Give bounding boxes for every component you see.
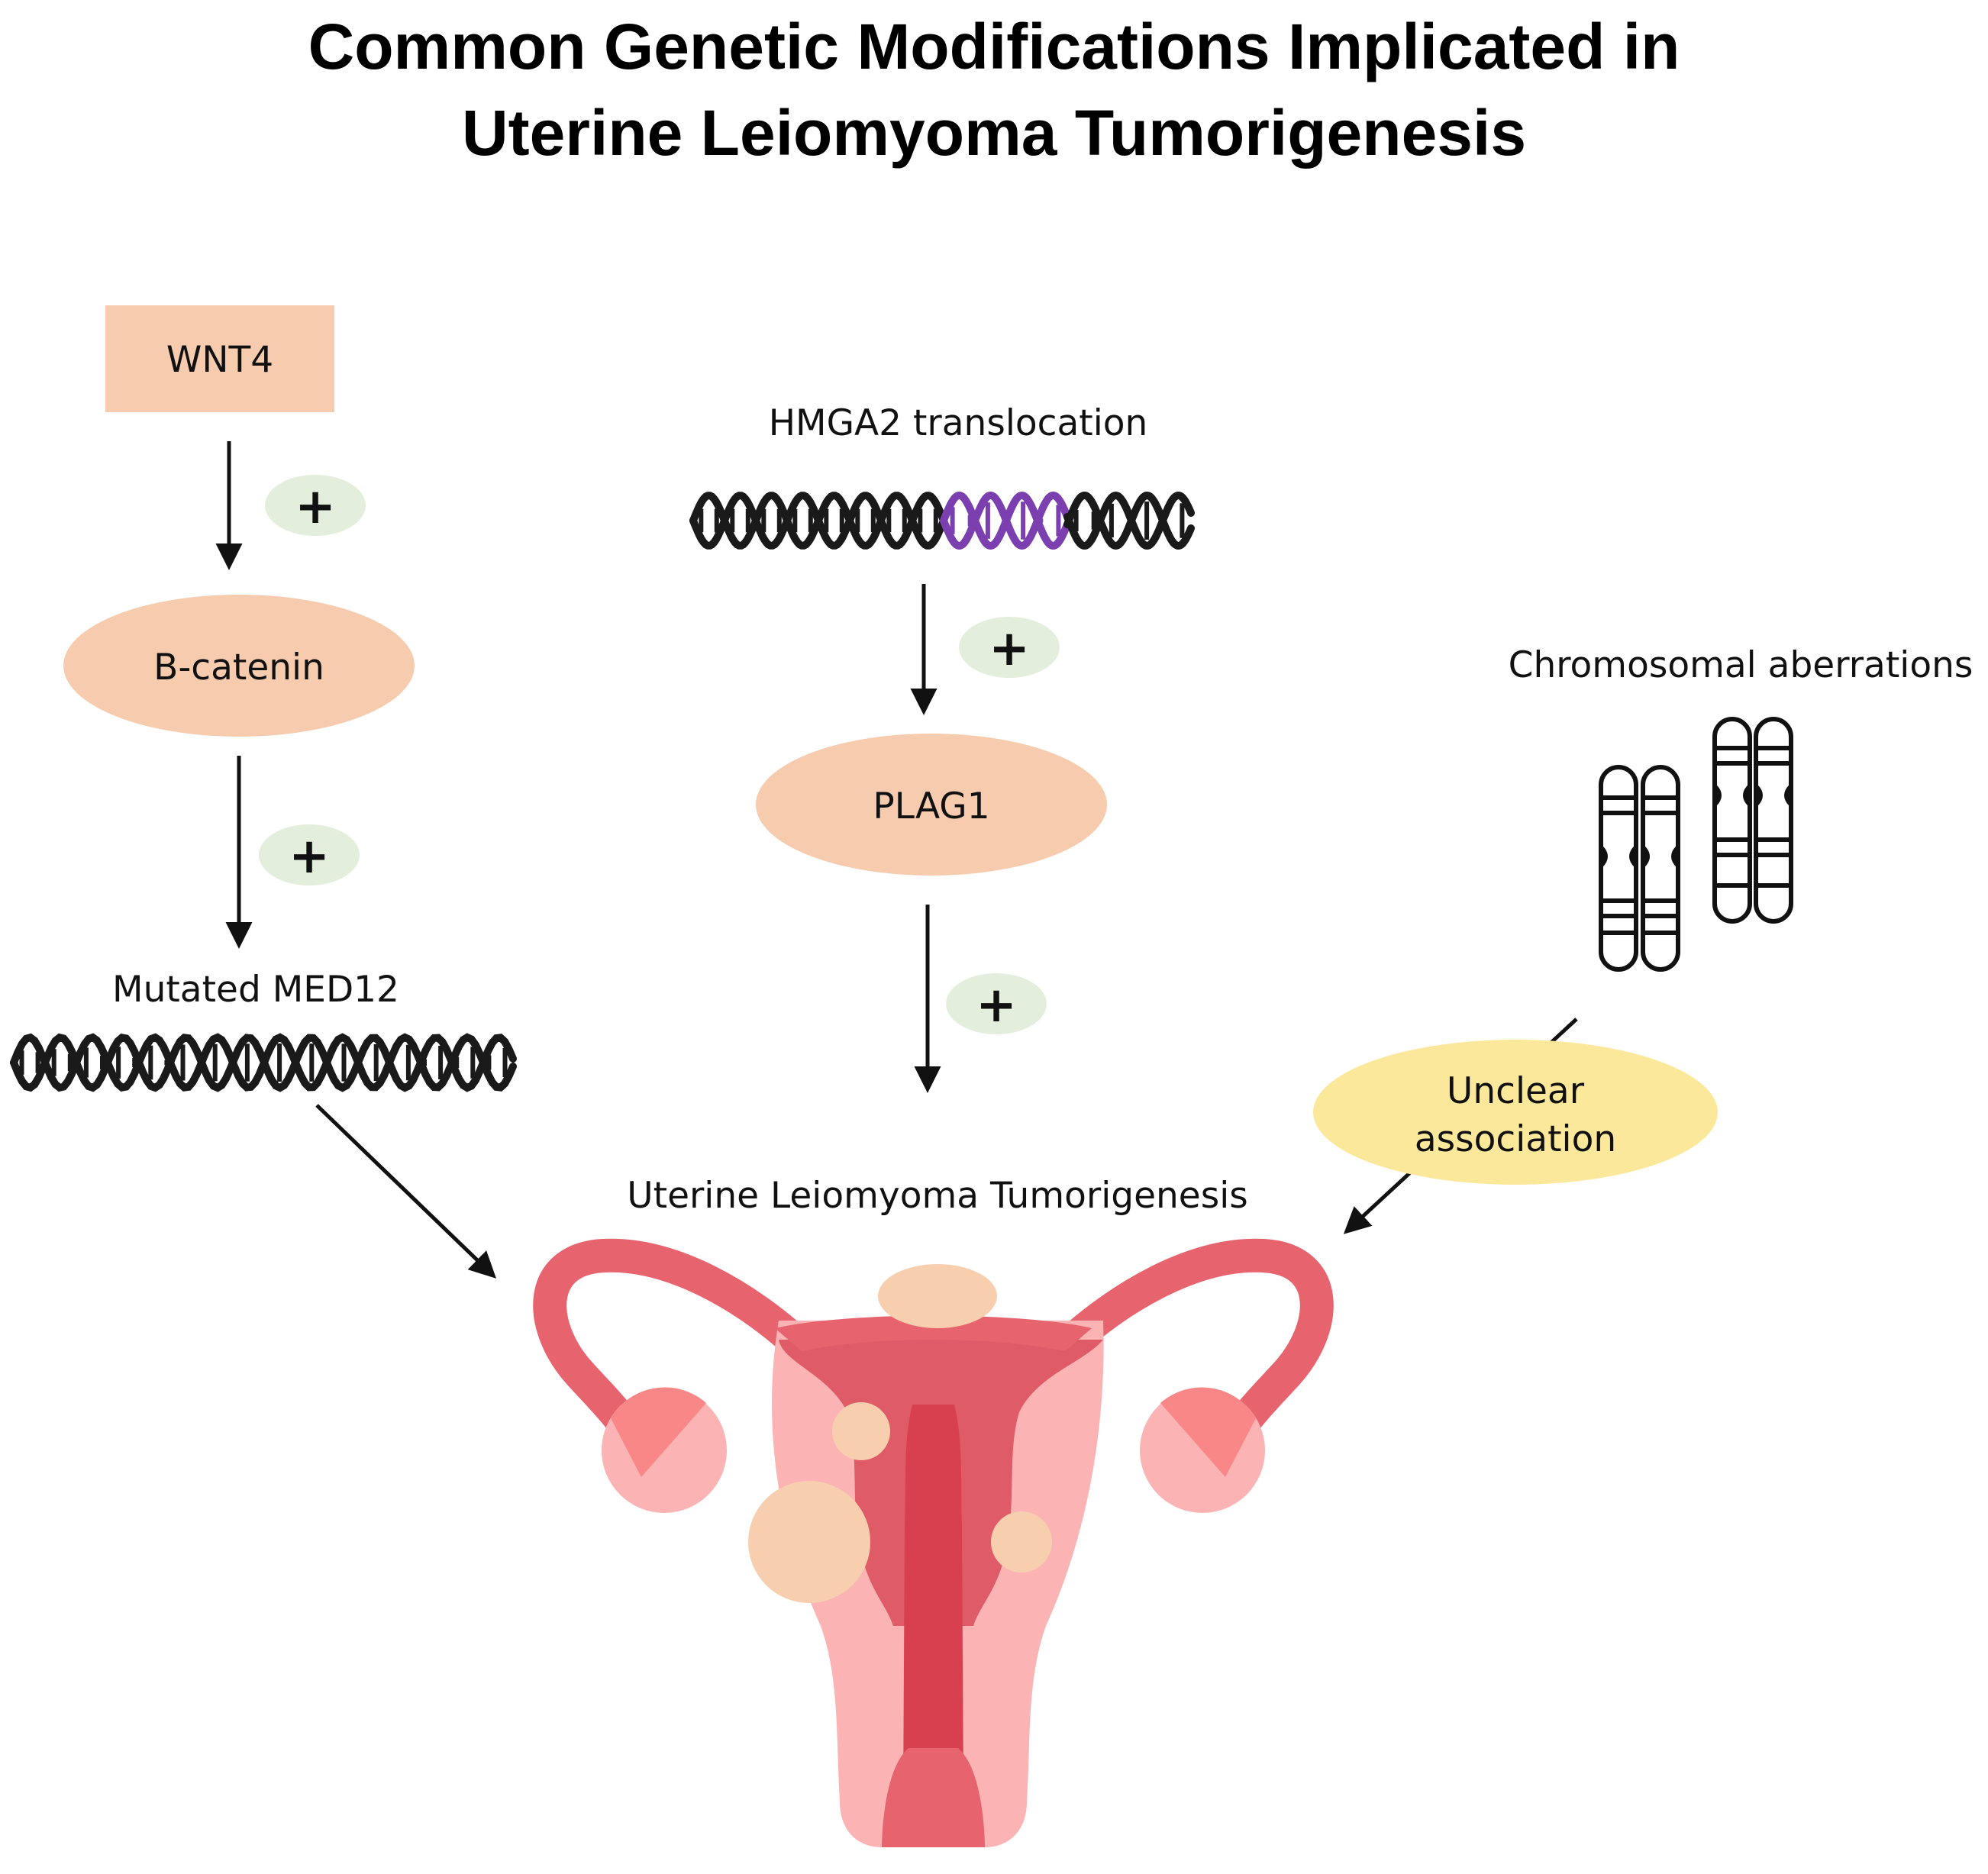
activation-badge-4: + [946, 973, 1047, 1034]
outcome-label: Uterine Leiomyoma Tumorigenesis [627, 1175, 1248, 1217]
dna-icon [10, 1033, 517, 1092]
unclear-association-node [1313, 1040, 1718, 1185]
title-line-1: Common Genetic Modifications Implicated … [308, 11, 1680, 82]
dna-strand [940, 491, 1071, 550]
wnt4-box [105, 305, 334, 412]
wnt4-label: WNT4 [166, 339, 273, 381]
dna-strand [689, 492, 947, 550]
uterus-icon [533, 1238, 1334, 1847]
unclear-line-1: Unclear [1447, 1070, 1585, 1112]
svg-text:+: + [989, 621, 1030, 677]
hmga2-label: HMGA2 translocation [769, 402, 1148, 444]
med12-label: Mutated MED12 [112, 969, 399, 1011]
chromosomal-label: Chromosomal aberrations [1509, 644, 1973, 686]
fibroid-icon [748, 1264, 1052, 1603]
activation-badge-1: + [265, 475, 366, 536]
dna-strand [1063, 491, 1195, 550]
svg-text:+: + [289, 828, 330, 885]
activation-badge-3: + [959, 617, 1060, 678]
title-line-2: Uterine Leiomyoma Tumorigenesis [462, 97, 1526, 169]
bcatenin-label: B-catenin [153, 647, 324, 689]
dna-icon [689, 491, 1195, 550]
bcatenin-node [63, 595, 415, 737]
arrow-med12-to-outcome [315, 1104, 497, 1279]
dna-strand [1063, 491, 1195, 550]
plag1-label: PLAG1 [873, 785, 989, 827]
chromosome-icon [1599, 717, 1793, 972]
svg-text:+: + [295, 479, 336, 535]
activation-badge-2: + [259, 824, 360, 885]
plag1-node [756, 734, 1107, 876]
dna-strand [10, 1033, 517, 1092]
unclear-line-2: association [1415, 1118, 1616, 1160]
svg-text:+: + [976, 977, 1017, 1034]
